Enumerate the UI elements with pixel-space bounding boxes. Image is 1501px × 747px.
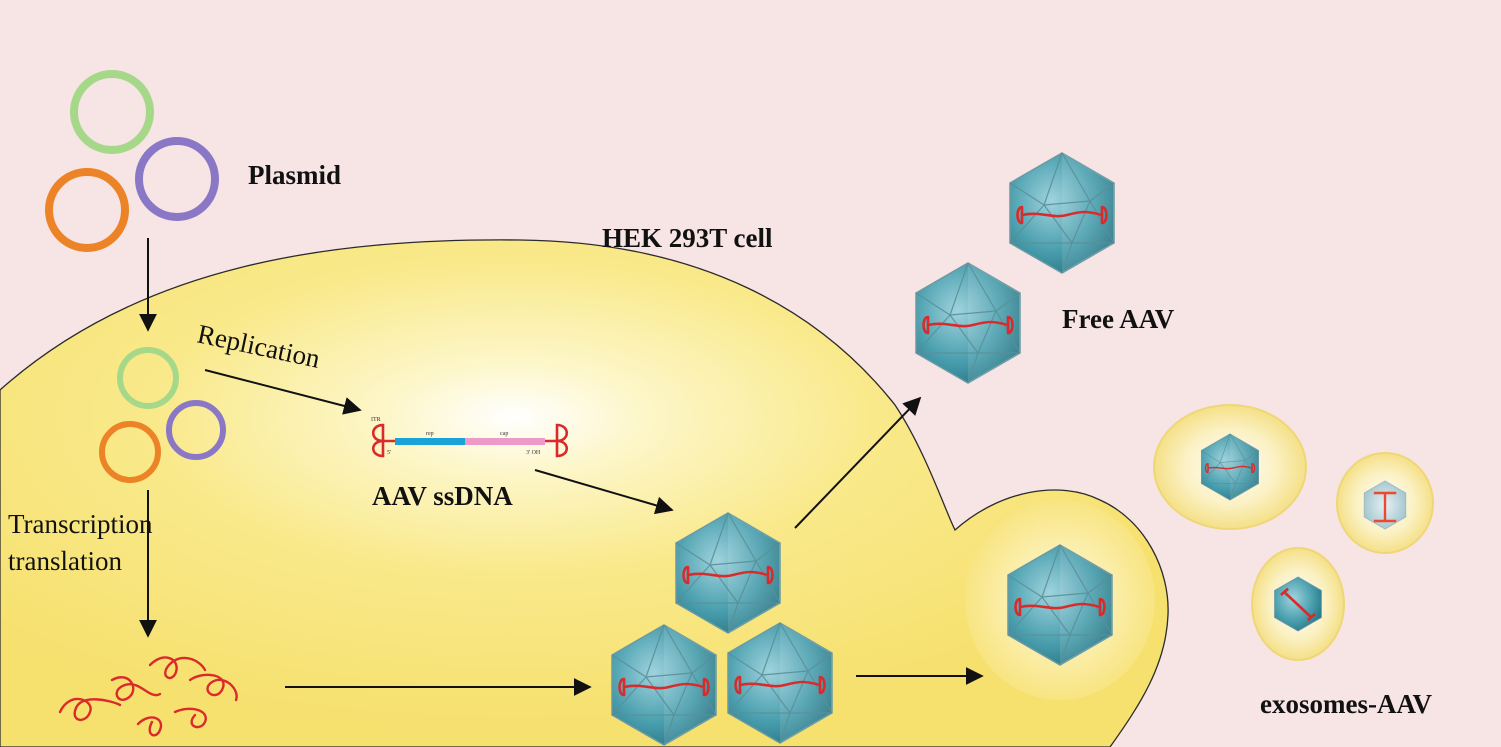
five-prime-label: 5' — [387, 450, 391, 456]
plasmid-label: Plasmid — [248, 160, 341, 190]
plasmid-orange-inside — [99, 421, 161, 483]
itr-right — [545, 423, 569, 458]
plasmid-purple-inside — [166, 400, 226, 460]
exosome-2 — [1336, 452, 1434, 554]
capsid-proteins — [58, 656, 238, 737]
exosome-1 — [1153, 404, 1307, 530]
plasmid-orange — [45, 168, 129, 252]
rep-label: rep — [426, 431, 434, 437]
arrow-release — [794, 396, 922, 529]
exosomes-aav-label: exosomes-AAV — [1260, 689, 1432, 719]
cap-label: cap — [500, 431, 508, 437]
arrow-ssdna-to-capsid — [534, 469, 674, 515]
plasmid-group-outside — [45, 70, 219, 252]
exosome-capsid-3 — [1274, 576, 1322, 632]
itr-left — [371, 423, 395, 458]
plasmid-purple — [135, 137, 219, 221]
arrow-replication — [204, 369, 362, 415]
cap-segment — [465, 438, 545, 445]
aav-ssdna-genome: ITR rep cap 5' 3' OH — [371, 417, 569, 458]
translation-label: translation — [8, 546, 122, 576]
plasmid-group-inside — [99, 347, 226, 483]
three-prime-label: 3' OH — [526, 450, 541, 456]
exosome-3 — [1251, 547, 1345, 661]
rep-segment — [395, 438, 465, 445]
ssdna-label: AAV ssDNA — [372, 481, 513, 511]
transcription-label: Transcription — [8, 509, 153, 539]
plasmid-green-inside — [117, 347, 179, 409]
itr-label: ITR — [371, 417, 381, 423]
free-aav-label: Free AAV — [1062, 304, 1175, 334]
cell-label: HEK 293T cell — [602, 223, 773, 253]
exosome-capsid-2 — [1363, 480, 1407, 530]
plasmid-green — [70, 70, 154, 154]
